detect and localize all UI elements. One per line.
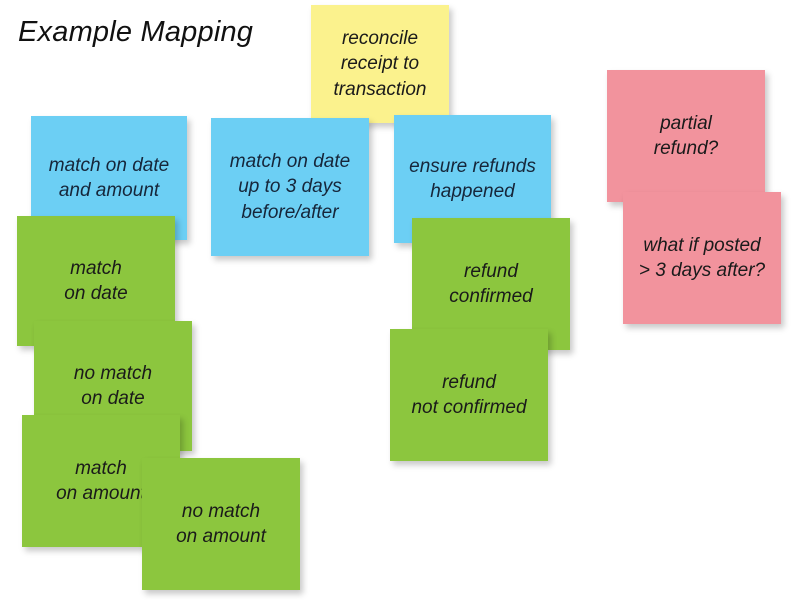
question-note-posted-after-3-days[interactable]: what if posted > 3 days after?	[623, 192, 781, 324]
rule-note-match-date-3-days[interactable]: match on date up to 3 days before/after	[211, 118, 369, 256]
example-note-refund-not-confirmed[interactable]: refund not confirmed	[390, 329, 548, 461]
example-note-refund-confirmed[interactable]: refund confirmed	[412, 218, 570, 350]
page-title: Example Mapping	[18, 16, 254, 48]
story-note-reconcile[interactable]: reconcile receipt to transaction	[311, 5, 449, 123]
example-note-no-match-on-amount[interactable]: no match on amount	[142, 458, 300, 590]
question-note-partial-refund[interactable]: partial refund?	[607, 70, 765, 202]
